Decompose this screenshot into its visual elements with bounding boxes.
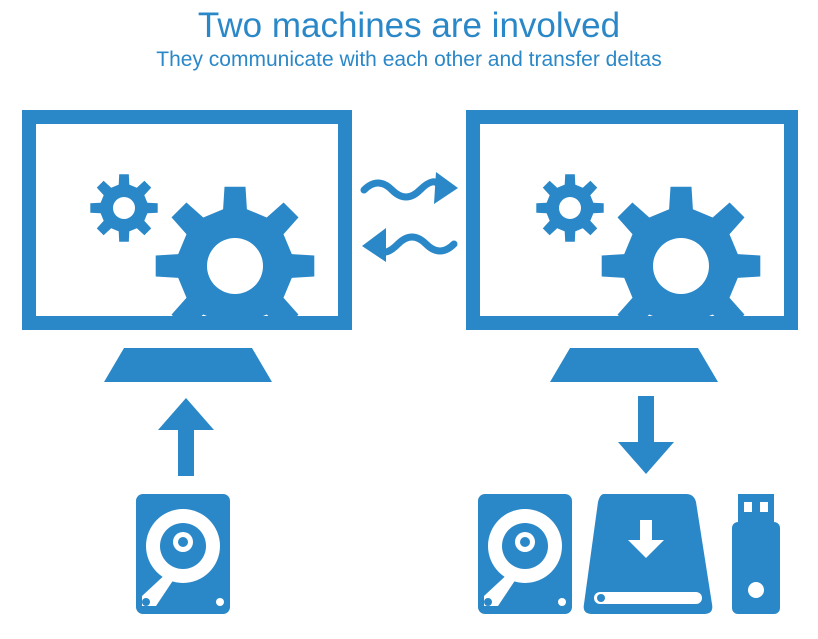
small-gear-icon bbox=[536, 174, 604, 242]
wavy-arrow-right-icon bbox=[360, 172, 458, 204]
hard-drive-icon bbox=[136, 494, 230, 614]
small-gear-icon bbox=[90, 174, 158, 242]
large-gear-icon bbox=[601, 186, 761, 316]
external-drive-icon bbox=[583, 494, 713, 614]
monitor-stand-icon bbox=[104, 348, 272, 382]
usb-stick-icon bbox=[732, 494, 780, 614]
arrow-down-icon bbox=[618, 396, 674, 474]
right-machine bbox=[466, 110, 798, 614]
monitor-stand-icon bbox=[550, 348, 718, 382]
large-gear-icon bbox=[155, 186, 315, 316]
hard-drive-icon bbox=[478, 494, 572, 614]
wavy-arrow-left-icon bbox=[362, 228, 458, 262]
diagram-subtitle: They communicate with each other and tra… bbox=[156, 48, 662, 71]
left-machine bbox=[22, 110, 352, 614]
diagram-title: Two machines are involved bbox=[197, 6, 621, 45]
arrow-up-icon bbox=[158, 398, 214, 476]
